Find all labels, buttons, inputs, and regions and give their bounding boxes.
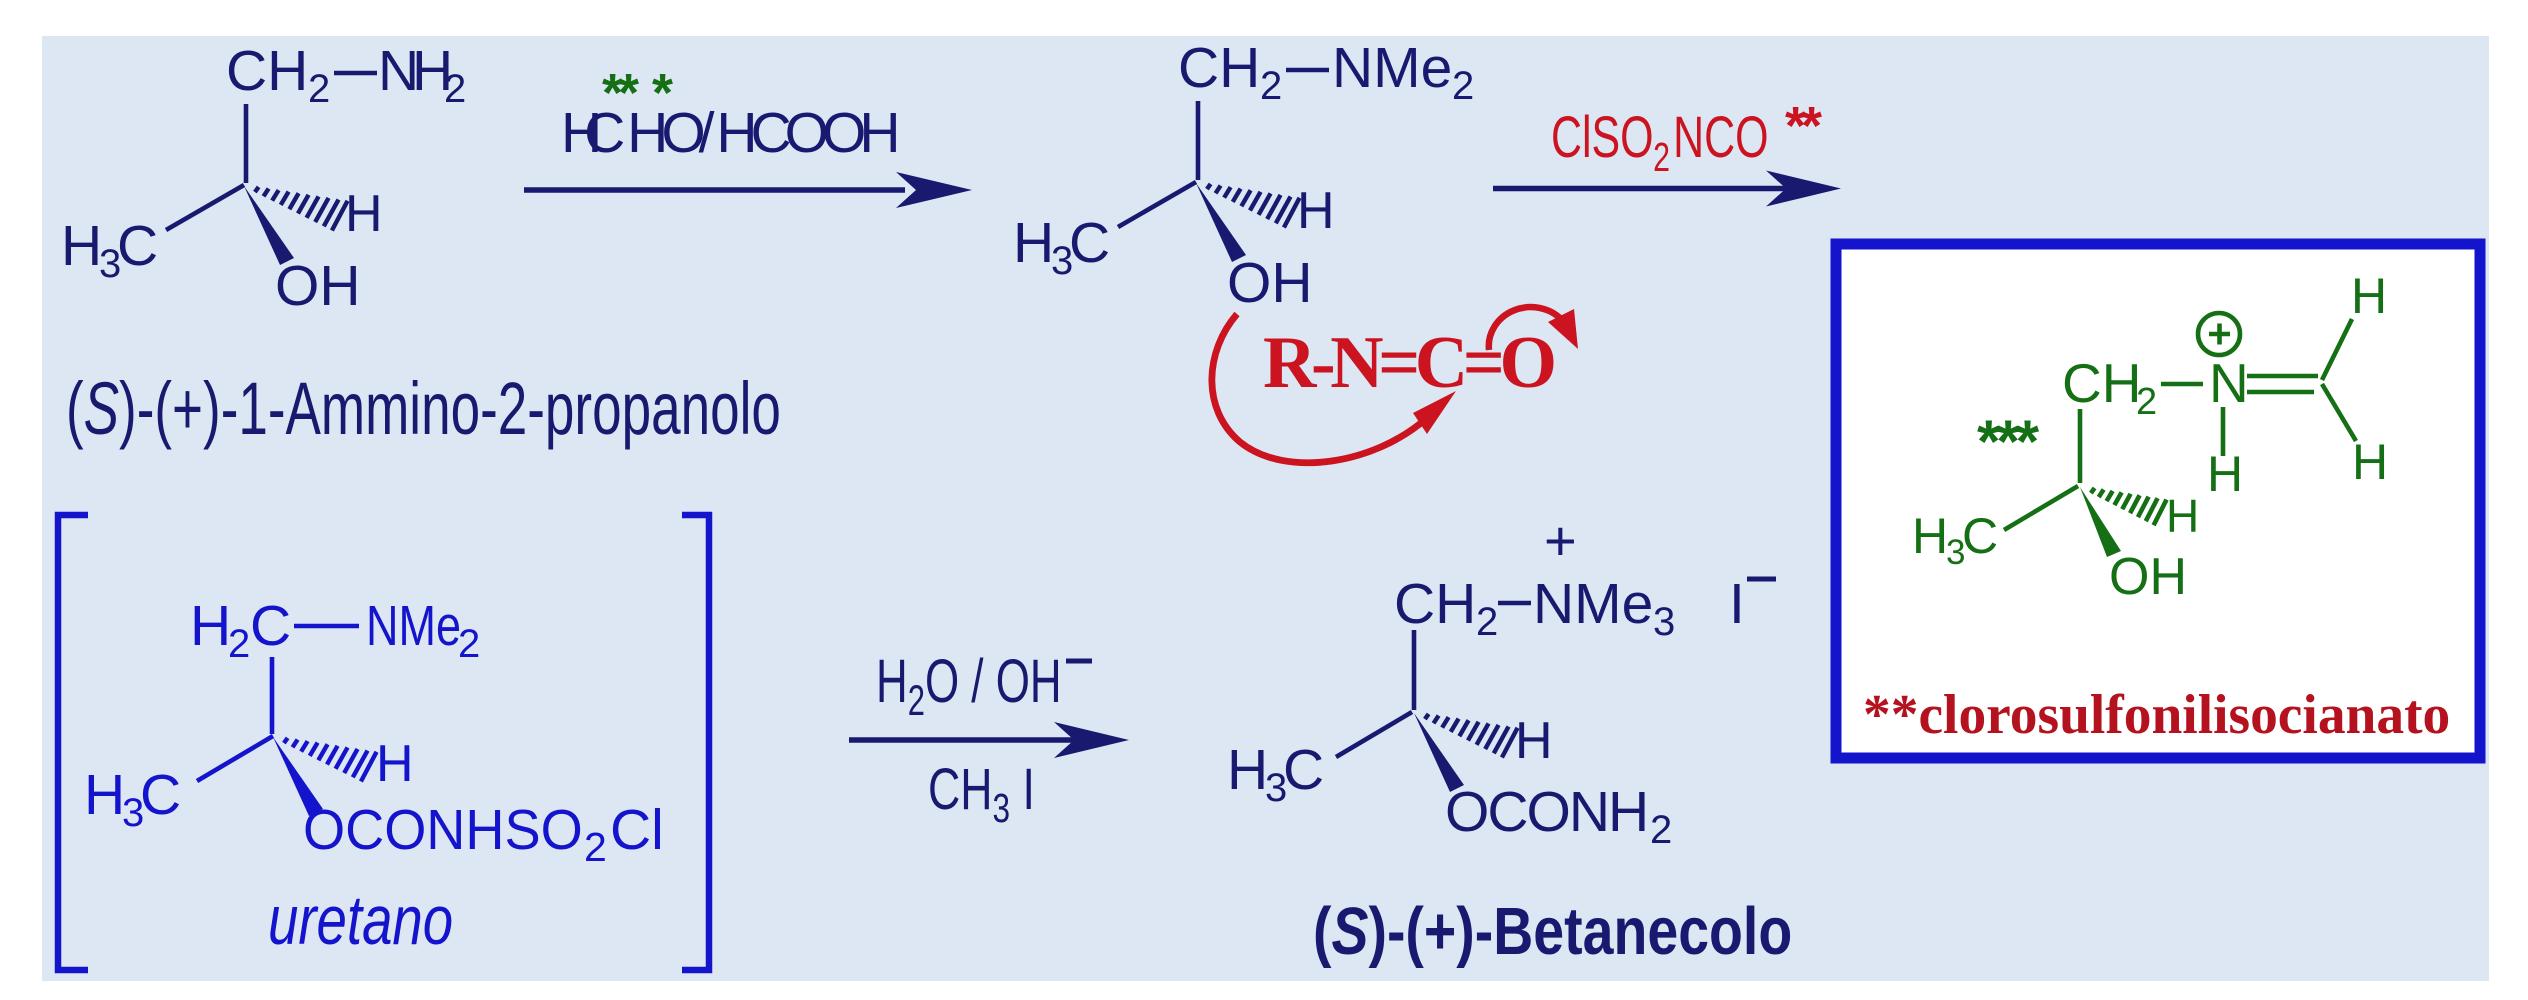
svg-text:***: *** <box>1977 408 2040 475</box>
svg-text:H: H <box>1297 182 1335 240</box>
svg-text:H2O / OH: H2O / OH <box>876 648 1062 724</box>
svg-text:OCONH: OCONH <box>1445 780 1647 844</box>
svg-text:2: 2 <box>444 67 466 111</box>
svg-text:2: 2 <box>584 824 607 870</box>
svg-text:C: C <box>140 763 181 827</box>
svg-text:C: C <box>1283 738 1324 802</box>
svg-text:NMe: NMe <box>1533 572 1653 636</box>
svg-text:NMe: NMe <box>366 594 461 657</box>
svg-text:H: H <box>190 594 231 658</box>
svg-text:**: ** <box>1785 96 1822 156</box>
svg-text:2: 2 <box>308 67 330 111</box>
svg-text:**clorosulfonilisocianato: **clorosulfonilisocianato <box>1863 684 2450 746</box>
svg-text:H: H <box>1912 508 1948 564</box>
svg-text:2: 2 <box>1650 808 1672 852</box>
svg-text:OH: OH <box>2109 548 2187 606</box>
svg-text:C: C <box>117 214 158 278</box>
svg-text:C: C <box>250 594 291 658</box>
svg-text:NCO: NCO <box>1673 105 1768 170</box>
svg-text:H: H <box>1515 712 1553 770</box>
svg-text:H: H <box>412 39 453 103</box>
svg-text:H: H <box>1227 738 1268 802</box>
svg-text:3: 3 <box>1265 766 1287 810</box>
svg-text:CH: CH <box>2062 352 2141 414</box>
svg-text:(S)-(+)-1-Ammino-2-propanolo: (S)-(+)-1-Ammino-2-propanolo <box>66 367 781 450</box>
svg-text:H: H <box>2352 434 2388 490</box>
svg-text:OH: OH <box>275 254 361 318</box>
svg-text:3: 3 <box>1653 600 1675 644</box>
svg-text:ClSO: ClSO <box>1551 105 1654 170</box>
svg-text:NMe: NMe <box>1332 36 1452 100</box>
svg-text:2: 2 <box>1476 600 1498 644</box>
svg-text:H: H <box>1013 211 1054 275</box>
svg-text:HC HO/ HCOOH: HC HO/ HCOOH <box>561 101 896 165</box>
svg-text:H: H <box>345 185 383 243</box>
svg-text:3: 3 <box>1051 239 1073 283</box>
svg-text:C: C <box>1069 211 1110 275</box>
svg-text:H: H <box>376 735 414 793</box>
svg-text:N: N <box>2209 352 2249 414</box>
svg-text:2: 2 <box>1452 64 1474 108</box>
svg-text:H: H <box>61 214 102 278</box>
svg-text:*: * <box>652 63 673 123</box>
svg-text:N: N <box>378 39 419 103</box>
svg-text:2: 2 <box>1653 133 1670 180</box>
svg-text:3: 3 <box>1946 533 1965 572</box>
svg-text:OH: OH <box>1227 251 1313 315</box>
svg-text:2: 2 <box>2136 381 2157 423</box>
svg-text:2: 2 <box>228 622 250 666</box>
svg-text:C: C <box>1962 508 1998 564</box>
svg-text:CH: CH <box>1178 36 1260 100</box>
svg-text:I: I <box>1729 572 1745 636</box>
svg-text:H: H <box>2166 490 2199 542</box>
svg-text:3: 3 <box>122 791 144 835</box>
svg-text:H: H <box>84 763 125 827</box>
svg-text:OCONHSO: OCONHSO <box>303 798 583 862</box>
svg-text:3: 3 <box>99 242 121 286</box>
svg-text:CH: CH <box>1394 572 1476 636</box>
svg-text:2: 2 <box>458 622 480 666</box>
svg-text:CH3 I: CH3 I <box>928 756 1035 831</box>
svg-text:R-N=C=O: R-N=C=O <box>1263 322 1557 404</box>
svg-text:CH: CH <box>226 39 308 103</box>
svg-text:(S)-(+)-Betanecolo: (S)-(+)-Betanecolo <box>1313 894 1792 969</box>
svg-text:+: + <box>1544 509 1577 572</box>
svg-text:uretano: uretano <box>268 882 453 960</box>
svg-text:2: 2 <box>1260 64 1282 108</box>
svg-text:Cl: Cl <box>610 798 664 862</box>
svg-text:H: H <box>2351 268 2387 324</box>
